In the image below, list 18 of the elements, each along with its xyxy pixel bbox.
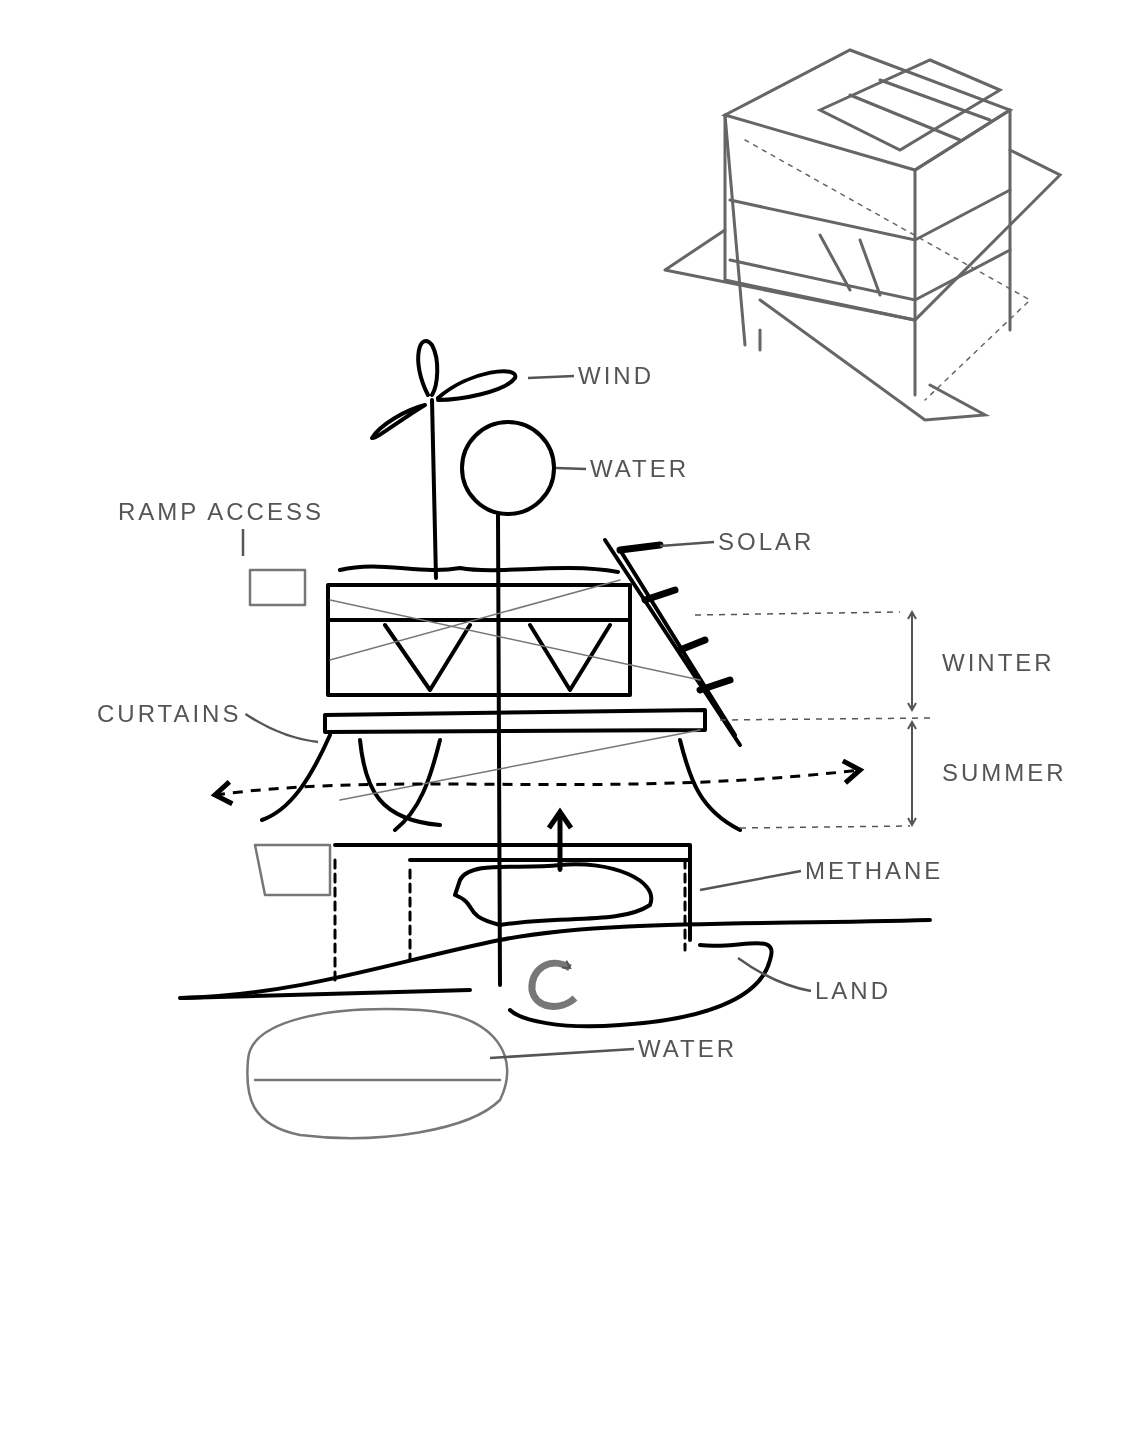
callout-text: WATER [590,455,689,483]
dimension-text: WINTER [942,649,1055,677]
leader-line [555,466,587,471]
leader-line [737,956,812,993]
callout-text: RAMP ACCESS [118,498,324,526]
leader-line [244,712,319,744]
callout-text: LAND [815,977,892,1005]
callout-text: METHANE [805,857,944,885]
leader-line [489,1047,635,1060]
callout-text: WATER [638,1035,737,1063]
callout-text: CURTAINS [97,700,242,728]
callout-text: WIND [578,362,654,390]
leader-line [699,869,802,892]
dimension-text: SUMMER [942,759,1067,787]
leader-line [241,529,245,556]
leader-line [659,540,715,548]
callout-text: SOLAR [718,528,815,556]
leader-line [527,374,575,380]
